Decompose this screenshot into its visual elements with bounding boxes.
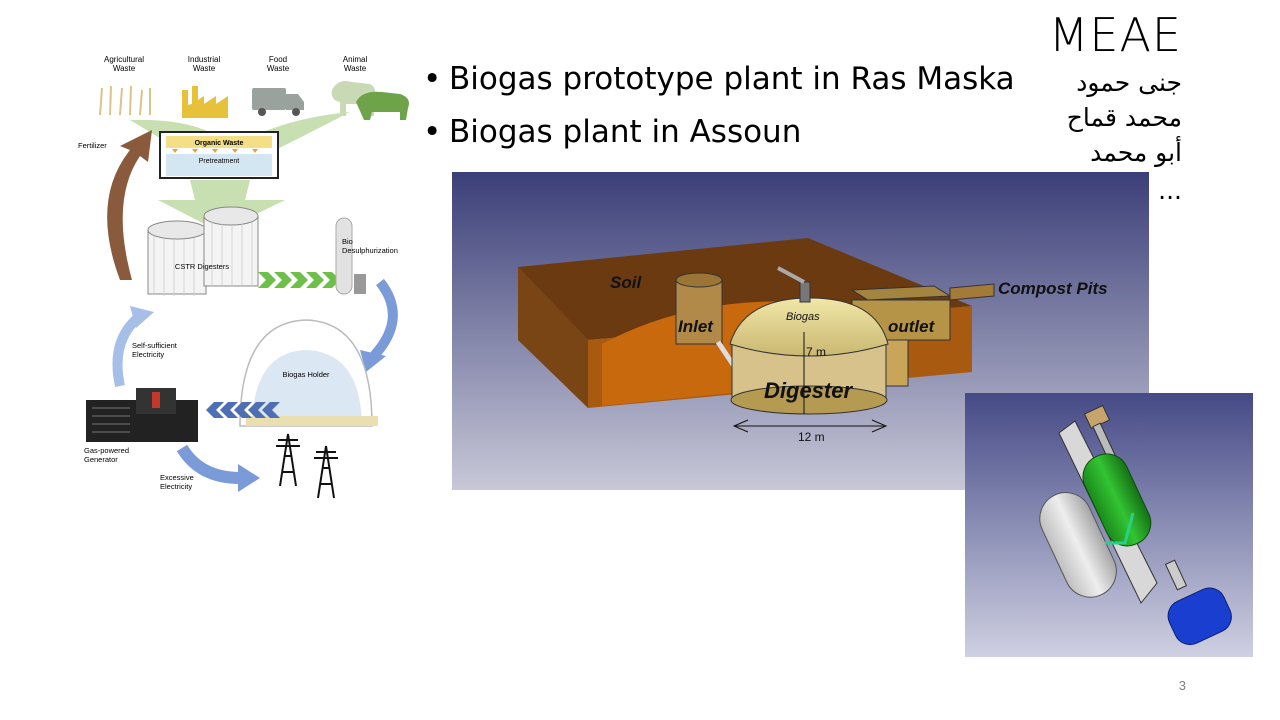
generator-icon (86, 388, 198, 442)
generator-label-1: Gas-powered (84, 446, 129, 455)
flow-to-digesters (158, 180, 285, 232)
gas-pipe (777, 266, 805, 284)
arrowhead-icon (238, 464, 260, 492)
source-label-ind-2: Waste (193, 64, 216, 73)
soil-label: Soil (610, 273, 642, 292)
bio-label: Bio (342, 237, 353, 246)
page-number: 3 (1178, 678, 1186, 693)
compost-pits-label: Compost Pits (998, 279, 1108, 298)
width-label: 12 m (798, 430, 825, 444)
cstr-digesters (147, 206, 259, 296)
team-name-2: محمد قماح (1066, 103, 1182, 132)
generator-label-2: Generator (84, 455, 118, 464)
source-label-animal-1: Animal (343, 55, 368, 64)
bullet-1-text: Biogas prototype plant in Ras Maska (449, 61, 1015, 97)
source-label-food-1: Food (269, 55, 287, 64)
connector-pipe (1105, 512, 1135, 545)
self-sufficient-label-2: Electricity (132, 350, 164, 359)
organic-waste-label: Organic Waste (195, 140, 244, 147)
source-label-food-2: Waste (267, 64, 290, 73)
wheat-icon (99, 85, 151, 116)
bullet-1: •Biogas prototype plant in Ras Maska (423, 61, 1015, 97)
pretreatment-label: Pretreatment (199, 158, 240, 165)
source-label-agri-1: Agricultural (104, 55, 144, 64)
garbage-truck-icon (252, 88, 304, 116)
inlet-chamber (675, 279, 723, 345)
self-sufficient-label-1: Self-sufficient (132, 341, 178, 350)
bullet-2: •Biogas plant in Assoun (423, 114, 801, 150)
excessive-label-1: Excessive (160, 473, 194, 482)
gray-tank (1039, 492, 1117, 598)
team-name-more: ... (1158, 176, 1182, 205)
height-label: 7 m (806, 345, 826, 359)
bullet-dot-icon: • (423, 114, 442, 150)
team-name-1: جنى حمود (1076, 68, 1182, 97)
arrowhead-icon (360, 350, 386, 372)
gas-to-holder-arrow (366, 278, 398, 364)
soil-side (518, 267, 588, 408)
lower-pipe (1164, 559, 1188, 591)
outlet-label: outlet (888, 317, 936, 336)
factory-icon (182, 86, 228, 118)
excessive-label-2: Electricity (160, 482, 192, 491)
excessive-electricity-arrow (176, 444, 241, 484)
bullet-dot-icon: • (423, 61, 442, 97)
equipment-3d-render (965, 393, 1253, 657)
fertilizer-arrow (107, 130, 152, 280)
down-arrows-icon (172, 149, 258, 153)
compost-channel (949, 283, 995, 301)
arrowhead-icon (130, 306, 154, 328)
desulphurization-tower (335, 217, 353, 295)
biogas-holder-label: Biogas Holder (282, 370, 330, 379)
blue-motor (1167, 587, 1232, 646)
chevron-arrows-icon (258, 272, 340, 288)
cstr-label: CSTR Digesters (175, 262, 229, 271)
source-label-agri-2: Waste (113, 64, 136, 73)
organization-title: MEAE (1048, 8, 1182, 62)
gas-valve (799, 281, 811, 303)
inlet-label: Inlet (678, 317, 714, 336)
source-label-animal-2: Waste (344, 64, 367, 73)
green-vessel (1082, 453, 1152, 547)
chevron-left-arrows-icon (206, 402, 280, 418)
desulphurization-unit (354, 274, 366, 294)
pretreatment-liquid (166, 154, 272, 176)
bullet-2-text: Biogas plant in Assoun (449, 114, 802, 150)
team-name-3: أبو محمد (1090, 138, 1182, 167)
biogas-label: Biogas (786, 311, 820, 323)
power-pylon-icon (276, 433, 338, 499)
biogas-holder-base (246, 416, 378, 426)
animals-icon (331, 81, 409, 120)
biogas-process-diagram: Agricultural Waste Industrial Waste Food… (78, 55, 409, 499)
source-label-ind-1: Industrial (188, 55, 221, 64)
organic-waste-layer (166, 136, 272, 148)
digester-dome (729, 297, 889, 357)
biogas-holder-gas (252, 350, 362, 424)
desulph-label: Desulphurization (342, 246, 398, 255)
digester-label: Digester (764, 378, 853, 403)
width-dimension-line (732, 419, 888, 433)
fertilizer-label: Fertilizer (78, 141, 107, 150)
